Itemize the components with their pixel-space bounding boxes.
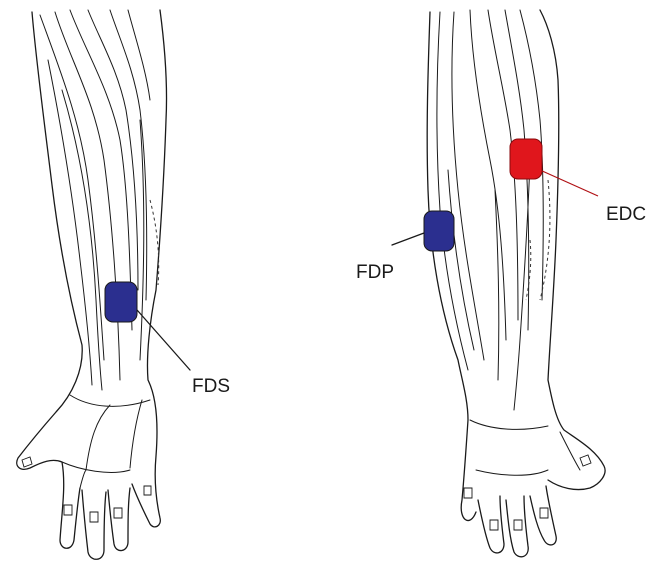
left-palm-lines	[62, 395, 150, 488]
fdp-electrode-group: FDP	[356, 211, 454, 283]
right-forearm-dashed-edge	[526, 180, 550, 300]
edc-label: EDC	[606, 204, 646, 225]
right-forearm	[427, 10, 605, 557]
fds-leader-line	[130, 302, 190, 370]
right-fingernails	[464, 455, 591, 530]
fdp-leader-line	[392, 233, 424, 245]
right-forearm-muscles	[437, 10, 543, 410]
edc-electrode-group: EDC	[510, 139, 646, 225]
left-forearm-outline	[17, 10, 167, 559]
left-forearm-muscles	[40, 10, 150, 390]
fdp-electrode	[424, 211, 454, 251]
fds-electrode	[105, 282, 137, 322]
fds-electrode-group: FDS	[105, 282, 230, 397]
left-forearm	[17, 10, 167, 559]
edc-electrode	[510, 139, 542, 179]
fds-label: FDS	[192, 376, 230, 397]
fdp-label: FDP	[356, 262, 394, 283]
